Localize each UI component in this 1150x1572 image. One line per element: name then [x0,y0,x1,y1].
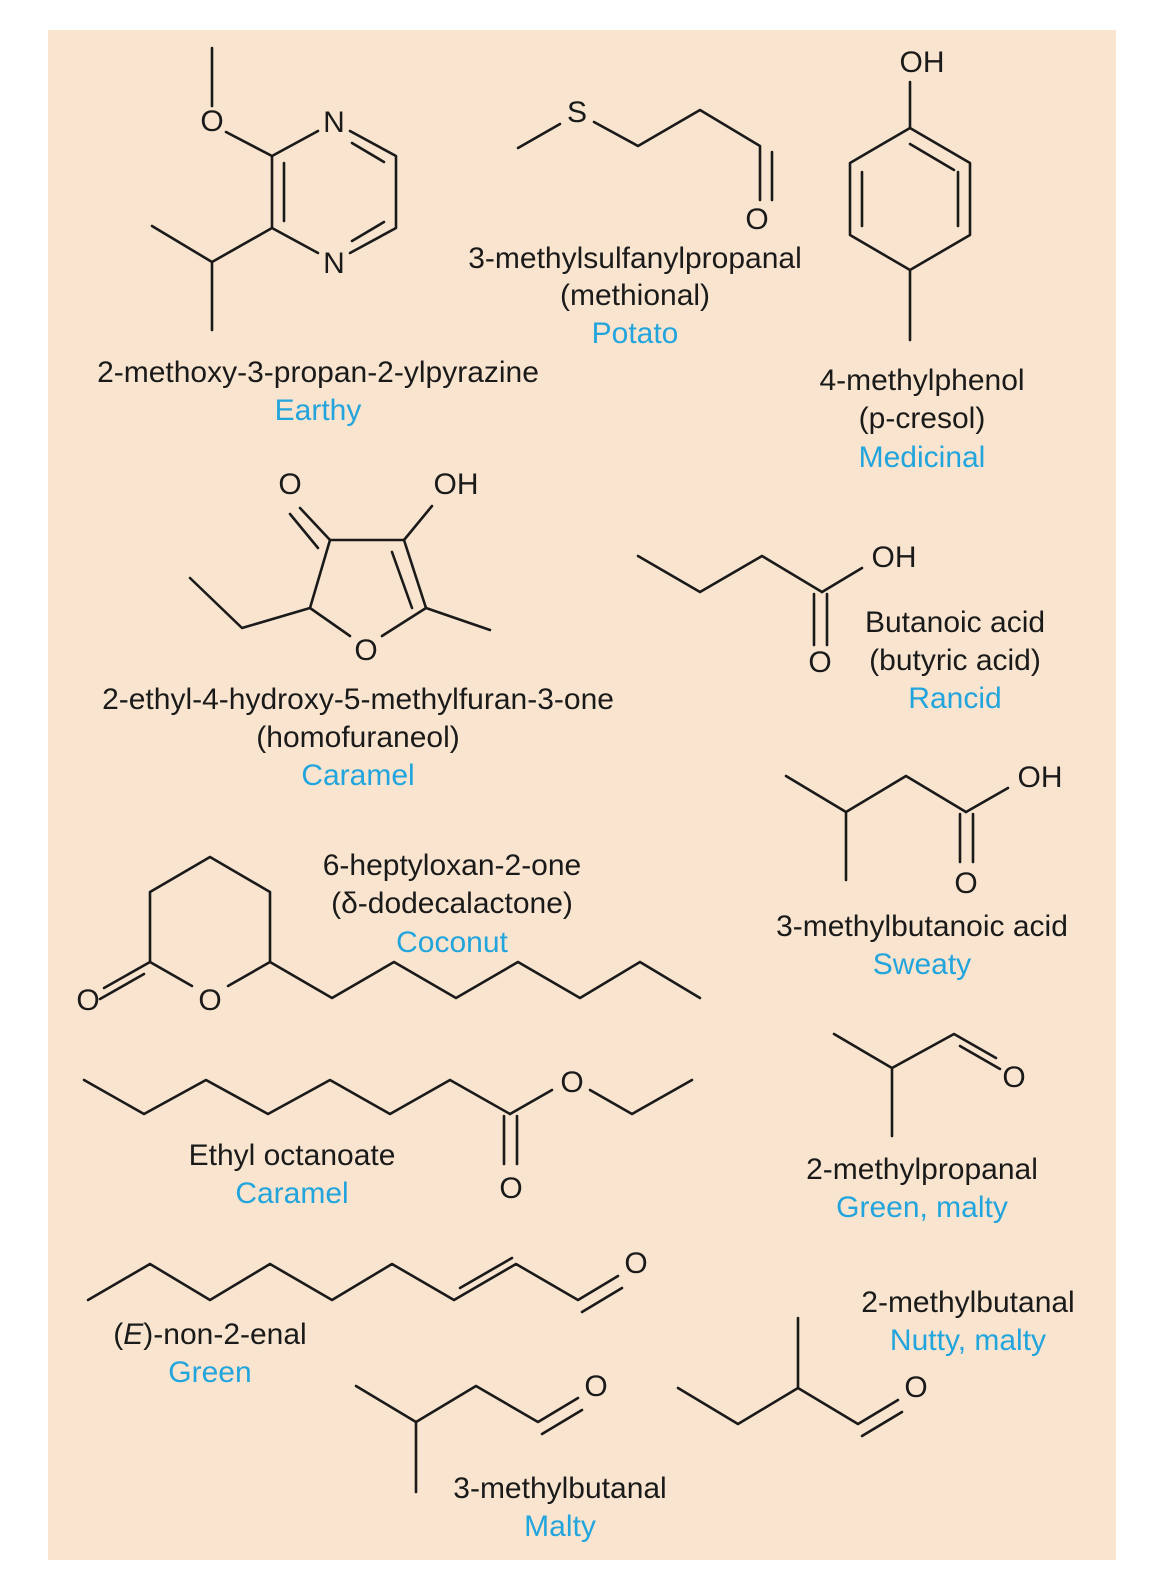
atom-label: O [278,468,301,501]
aroma-descriptor: Green, malty [836,1191,1008,1224]
atom-label: O [904,1371,927,1404]
atom-label: O [808,646,831,679]
aroma-descriptor: Rancid [908,682,1001,715]
aroma-descriptor: Nutty, malty [890,1324,1046,1357]
aroma-descriptor: Caramel [301,759,414,792]
structure-dodecalactone: O O [76,855,702,1017]
atom-label: O [354,634,377,667]
common-name: (δ-dodecalactone) [331,887,573,920]
compound-name: 2-methylpropanal [806,1153,1038,1186]
aroma-descriptor: Caramel [235,1177,348,1210]
structure-methylpropanal: O [832,1032,1026,1138]
compound-name: 3-methylsulfanylpropanal [468,242,802,275]
common-name: (butyric acid) [869,644,1041,677]
structure-methylbutanal-3: O [354,1370,608,1494]
atom-label: O [200,105,223,138]
compound-name: 3-methylbutanoic acid [776,910,1068,943]
common-name: (methional) [560,279,710,312]
compound-name: Ethyl octanoate [189,1139,396,1172]
structure-ethyl-octanoate: O O [82,1066,694,1205]
atom-label: O [954,867,977,900]
compound-name: (E)-non-2-enal [113,1318,306,1351]
atom-label: S [567,96,587,129]
common-name: (homofuraneol) [256,721,459,754]
structure-butanoic-acid: OH O [636,541,917,679]
atom-label: O [584,1370,607,1403]
atom-label: O [624,1247,647,1280]
atom-label: O [1002,1061,1025,1094]
compound-name: 3-methylbutanal [453,1472,666,1505]
structure-methylbutanoic-acid: OH O [784,761,1063,900]
aroma-descriptor: Green [168,1356,251,1389]
atom-label: N [323,247,345,280]
atom-label: O [198,984,221,1017]
structure-methylbutanal-2: O [676,1316,928,1438]
compound-name: Butanoic acid [865,606,1045,639]
aroma-descriptor: Medicinal [859,441,986,474]
compound-name: 2-methylbutanal [861,1286,1074,1319]
compound-name: 2-ethyl-4-hydroxy-5-methylfuran-3-one [102,683,614,716]
compound-name: 2-methoxy-3-propan-2-ylpyrazine [97,356,539,389]
atom-label: O [499,1172,522,1205]
aroma-descriptor: Malty [524,1510,596,1543]
atom-label: OH [434,468,479,501]
structure-homofuraneol: O OH O [188,468,492,667]
atom-label: OH [1018,761,1063,794]
atom-label: O [745,203,768,236]
structure-nonenal: O [86,1247,648,1314]
structure-methoxypyrazine: O N N [150,46,398,332]
atom-label: OH [900,46,945,79]
common-name: (p-cresol) [859,402,986,435]
compound-name: 4-methylphenol [819,364,1024,397]
atom-label: OH [872,541,917,574]
structure-p-cresol: OH [848,46,972,342]
atom-label: O [560,1066,583,1099]
structure-methional: S O [516,96,774,236]
aroma-descriptor: Coconut [396,926,508,959]
aroma-descriptor: Earthy [275,394,362,427]
aroma-descriptor: Sweaty [873,948,971,981]
atom-label: O [76,984,99,1017]
atom-label: N [323,106,345,139]
compound-name: 6-heptyloxan-2-one [323,849,582,882]
aroma-descriptor: Potato [592,317,679,350]
